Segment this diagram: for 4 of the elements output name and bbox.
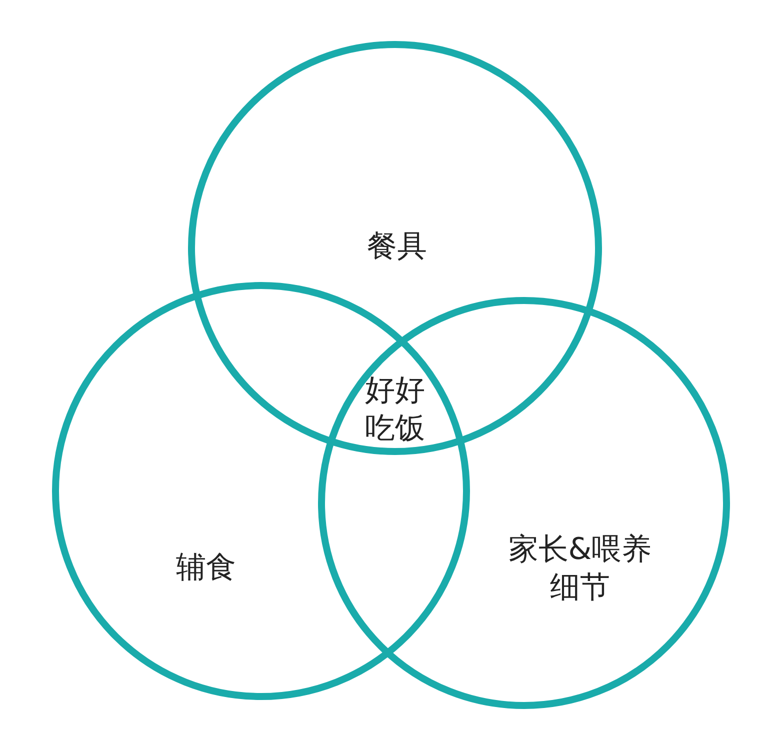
circle-label: 辅食 <box>175 549 237 587</box>
circle-label: 家长&喂养细节 <box>507 531 653 607</box>
circle-label: 餐具 <box>366 228 428 266</box>
overlap-label: 好好吃饭 <box>364 372 426 448</box>
